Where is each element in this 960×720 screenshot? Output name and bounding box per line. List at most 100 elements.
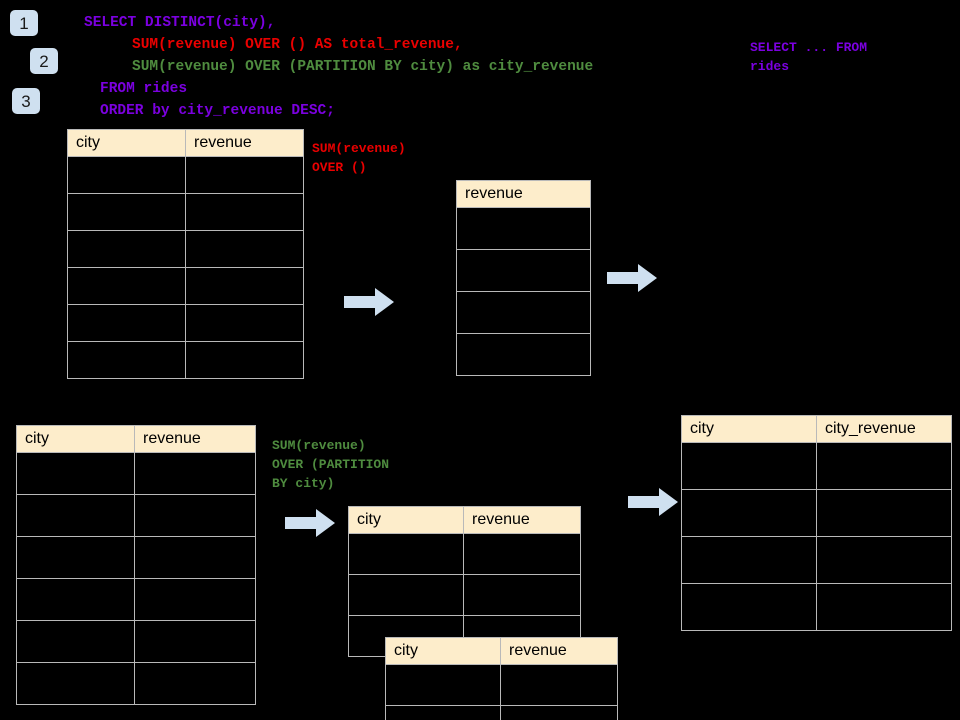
- table-cell: [16, 578, 135, 621]
- column-header-city_revenue: city_revenue: [816, 415, 952, 443]
- table-cell: [348, 533, 464, 575]
- table-row: [16, 578, 256, 621]
- table-row: [16, 536, 256, 579]
- arrow-partition-to-result: [628, 488, 678, 516]
- note-sum-over-empty: SUM(revenue) OVER (): [312, 141, 406, 175]
- table-cell: [134, 494, 256, 537]
- column-header-revenue: revenue: [185, 129, 304, 157]
- table-row: [385, 705, 618, 720]
- table-cell: [67, 230, 186, 268]
- table-cell: [456, 333, 591, 376]
- table-cell: [681, 489, 817, 537]
- step-badge-2: 2: [30, 48, 58, 74]
- table-cell: [134, 536, 256, 579]
- table-row: [456, 249, 591, 292]
- table-cell: [67, 156, 186, 194]
- table-cell: [681, 583, 817, 631]
- table-row: [385, 664, 618, 706]
- table-header-row: revenue: [456, 180, 591, 208]
- table-row: [681, 442, 952, 490]
- sql-line-5: ORDER by city_revenue DESC;: [100, 103, 335, 119]
- column-header-city: city: [348, 506, 464, 534]
- table-cell: [348, 574, 464, 616]
- table-row: [681, 583, 952, 631]
- table-row: [348, 533, 581, 575]
- table-cell: [67, 304, 186, 342]
- step-badge-1: 1: [10, 10, 38, 36]
- column-header-city: city: [67, 129, 186, 157]
- table-cell: [463, 533, 581, 575]
- table-cell: [185, 230, 304, 268]
- table-cell: [134, 620, 256, 663]
- table-cell: [681, 442, 817, 490]
- sql-line-2: SUM(revenue) OVER () AS total_revenue,: [132, 37, 463, 53]
- step-badge-3: 3: [12, 88, 40, 114]
- arrow-rides-to-total: [344, 288, 394, 316]
- table-cell: [500, 664, 618, 706]
- table-row: [67, 341, 304, 379]
- table-row: [681, 489, 952, 537]
- table-cell: [816, 536, 952, 584]
- table-cell: [67, 341, 186, 379]
- sql-query-text: SELECT DISTINCT(city), SUM(revenue) OVER …: [84, 12, 593, 122]
- table-row: [16, 452, 256, 495]
- table-cell: [463, 574, 581, 616]
- table-row: [456, 291, 591, 334]
- table-cell: [185, 193, 304, 231]
- table-row: [16, 494, 256, 537]
- table-cell: [185, 341, 304, 379]
- table-cell: [16, 536, 135, 579]
- table-row: [67, 304, 304, 342]
- table-cell: [67, 193, 186, 231]
- table-cell: [456, 249, 591, 292]
- table-cell: [134, 578, 256, 621]
- table-cell: [16, 452, 135, 495]
- table-cell: [500, 705, 618, 720]
- table-cell: [816, 489, 952, 537]
- column-header-city: city: [681, 415, 817, 443]
- table-cell: [134, 662, 256, 705]
- sql-line-4: FROM rides: [100, 81, 188, 97]
- table-cell: [67, 267, 186, 305]
- table-row: [456, 207, 591, 250]
- table-row: [16, 620, 256, 663]
- table-row: [348, 574, 581, 616]
- table-row: [67, 193, 304, 231]
- table-row: [67, 230, 304, 268]
- table-cell: [134, 452, 256, 495]
- table-total-revenue: revenue: [456, 180, 591, 376]
- note-sum-over-partition: SUM(revenue) OVER (PARTITION BY city): [272, 438, 390, 491]
- table-cell: [456, 291, 591, 334]
- column-header-revenue: revenue: [463, 506, 581, 534]
- table-cell: [185, 267, 304, 305]
- column-header-revenue: revenue: [134, 425, 256, 453]
- table-cell: [185, 304, 304, 342]
- column-header-revenue: revenue: [456, 180, 591, 208]
- table-cell: [816, 442, 952, 490]
- table-cell: [681, 536, 817, 584]
- table-cell: [385, 664, 501, 706]
- sql-line-1: SELECT DISTINCT(city),: [84, 15, 276, 31]
- column-header-city: city: [385, 637, 501, 665]
- column-header-city: city: [16, 425, 135, 453]
- table-row: [67, 156, 304, 194]
- table-row: [456, 333, 591, 376]
- table-cell: [185, 156, 304, 194]
- arrow-total-to-result: [607, 264, 657, 292]
- column-header-revenue: revenue: [500, 637, 618, 665]
- table-cell: [385, 705, 501, 720]
- table-cell: [816, 583, 952, 631]
- arrow-rides-to-partition: [285, 509, 335, 537]
- table-row: [67, 267, 304, 305]
